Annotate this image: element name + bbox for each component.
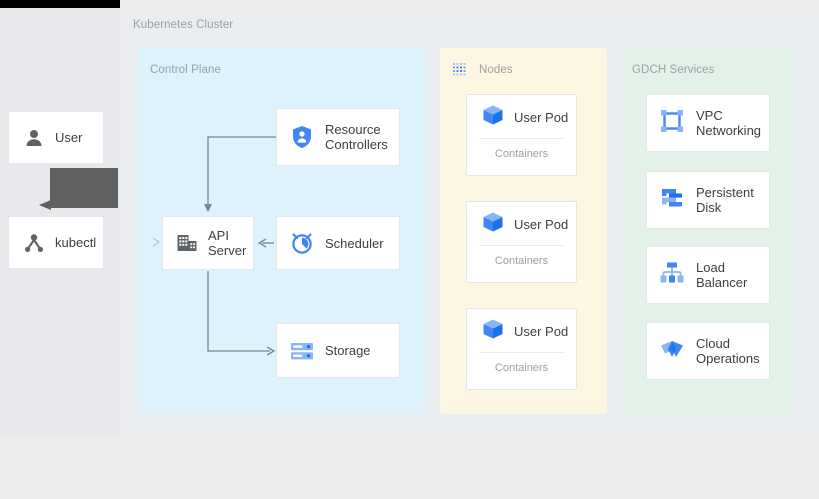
load-balancer-icon <box>659 260 685 291</box>
pod-divider <box>479 138 564 139</box>
card-storage-label: Storage <box>325 343 371 358</box>
top-black-bar <box>0 0 120 8</box>
card-resource-controllers[interactable]: Resource Controllers <box>276 108 400 166</box>
panel-title-nodes: Nodes <box>479 64 513 76</box>
shield-person-icon <box>289 124 315 150</box>
pod-containers-label: Containers <box>494 148 549 160</box>
card-user-pod[interactable]: User Pod Containers <box>466 308 577 390</box>
label-line-1: API <box>208 228 229 243</box>
pod-name-label: User Pod <box>514 110 569 125</box>
pod-cube-icon <box>481 210 505 239</box>
label-line-2: Controllers <box>325 137 388 152</box>
card-cloud-operations[interactable]: Cloud Operations <box>646 322 770 380</box>
card-resource-controllers-label: Resource Controllers <box>325 122 388 152</box>
card-scheduler[interactable]: Scheduler <box>276 216 400 270</box>
card-user-pod[interactable]: User Pod Containers <box>466 94 577 176</box>
pod-cube-icon <box>481 317 505 346</box>
card-api-server-label: API Server <box>208 228 246 258</box>
label-line-2: Operations <box>696 351 760 366</box>
card-user-pod[interactable]: User Pod Containers <box>466 201 577 283</box>
label-line-1: VPC <box>696 108 723 123</box>
pod-header: User Pod <box>467 202 576 236</box>
scheduler-clock-icon <box>289 230 315 256</box>
api-server-building-icon <box>175 231 199 255</box>
pod-name-label: User Pod <box>514 217 569 232</box>
card-user-label: User <box>55 130 83 145</box>
pod-name-label: User Pod <box>514 324 569 339</box>
card-user[interactable]: User <box>8 111 104 164</box>
pod-divider <box>479 352 564 353</box>
cloud-operations-icon <box>659 336 685 367</box>
card-kubectl-label: kubectl <box>55 235 97 250</box>
label-line-2: Balancer <box>696 275 748 290</box>
card-persistent-disk-label: Persistent Disk <box>696 185 754 215</box>
card-persistent-disk[interactable]: Persistent Disk <box>646 171 770 229</box>
pod-divider <box>479 245 564 246</box>
overlay-tooltip-pointer <box>39 200 51 210</box>
label-line-1: Resource <box>325 122 381 137</box>
card-load-balancer-label: Load Balancer <box>696 260 747 290</box>
label-line-1: Cloud <box>696 336 730 351</box>
persistent-disk-icon <box>659 185 685 216</box>
label-line-2: Networking <box>696 123 762 138</box>
pod-containers-label: Containers <box>494 255 549 267</box>
panel-title-gdch-services: GDCH Services <box>632 64 715 76</box>
pod-containers-label: Containers <box>494 362 549 374</box>
pod-cube-icon <box>481 103 505 132</box>
pod-header: User Pod <box>467 95 576 129</box>
storage-server-icon <box>289 338 315 364</box>
vpc-networking-icon <box>659 108 685 139</box>
card-storage[interactable]: Storage <box>276 323 400 378</box>
label-line-1: Persistent <box>696 185 754 200</box>
page-background-bottom <box>0 435 819 499</box>
kubectl-node-icon <box>23 232 45 254</box>
card-scheduler-label: Scheduler <box>325 235 384 251</box>
card-vpc-networking-label: VPC Networking <box>696 108 761 138</box>
cluster-title: Kubernetes Cluster <box>133 19 234 31</box>
card-kubectl[interactable]: kubectl <box>8 216 104 269</box>
card-api-server[interactable]: API Server <box>162 216 254 270</box>
pod-header: User Pod <box>467 309 576 343</box>
label-line-1: Load <box>696 260 725 275</box>
nodes-grid-icon <box>451 61 469 79</box>
label-line-2: Server <box>208 243 247 258</box>
overlay-tooltip-block <box>50 168 118 208</box>
card-cloud-operations-label: Cloud Operations <box>696 336 760 366</box>
panel-title-control-plane: Control Plane <box>150 64 221 76</box>
person-icon <box>23 127 45 149</box>
card-vpc-networking[interactable]: VPC Networking <box>646 94 770 152</box>
label-line-2: Disk <box>696 200 722 215</box>
card-load-balancer[interactable]: Load Balancer <box>646 246 770 304</box>
